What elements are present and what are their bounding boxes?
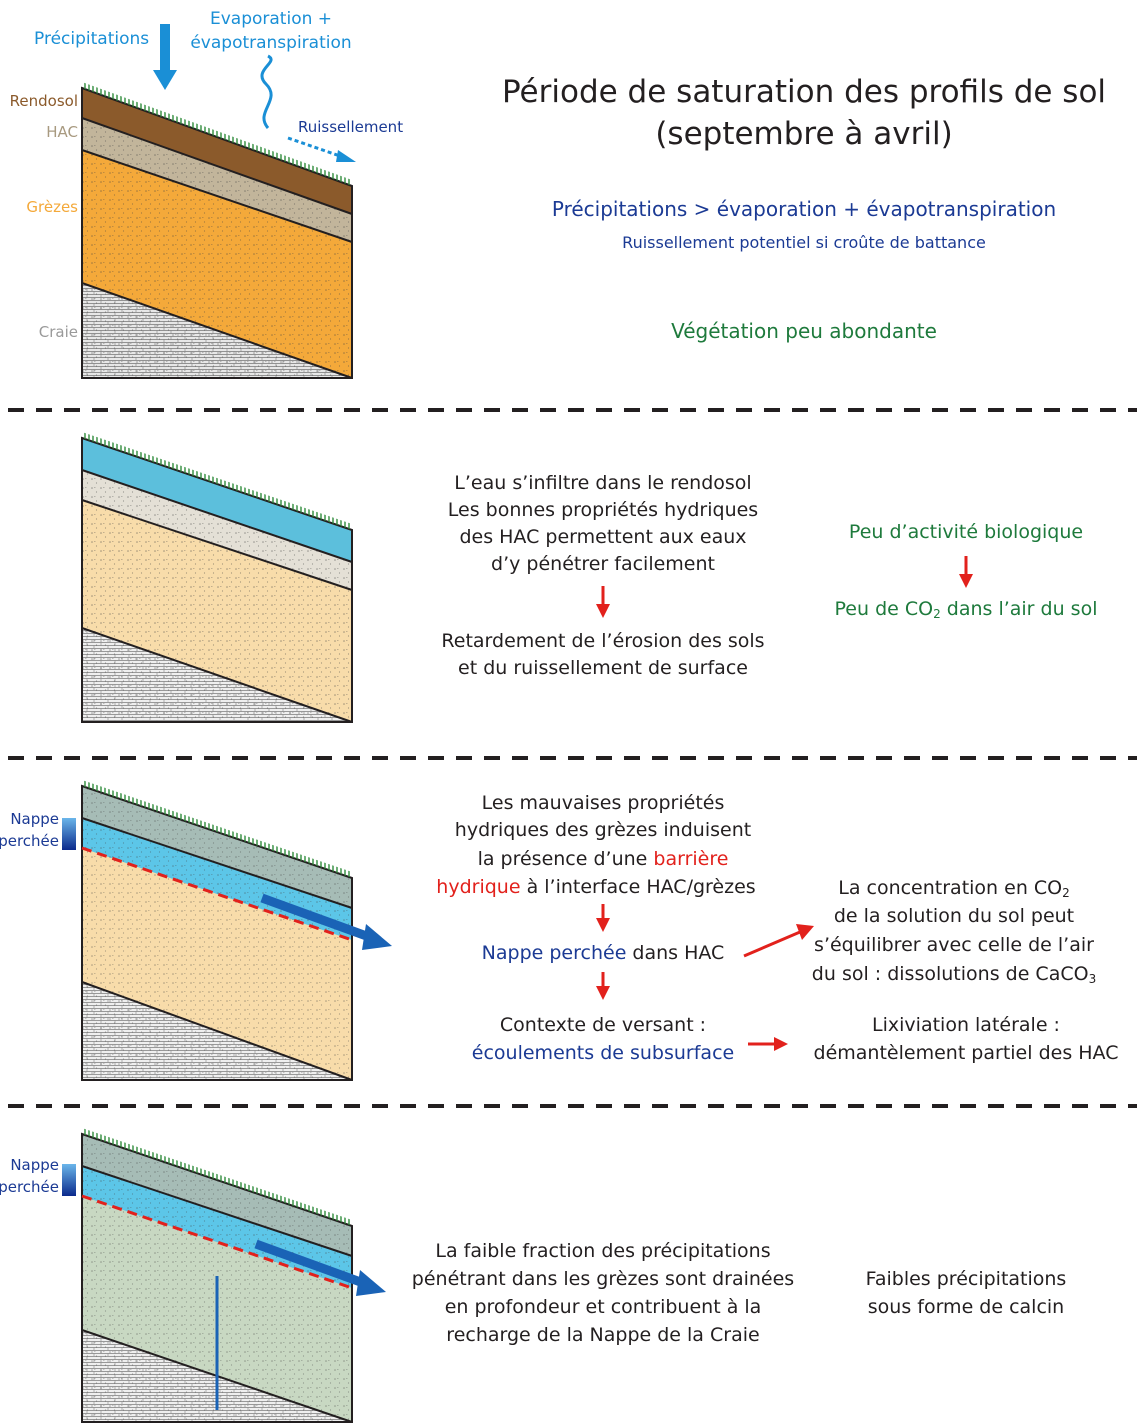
precipitation-arrow: [153, 24, 177, 90]
nappe-legend-swatch-3: [62, 818, 76, 850]
perched-aquifer-text: Nappe perchée dans HAC: [481, 942, 725, 964]
water-balance: Précipitations > évaporation + évapotran…: [551, 197, 1057, 221]
page-title-line-2: (septembre à avril): [655, 116, 953, 152]
drainage-text-4: recharge de la Nappe de la Craie: [446, 1324, 760, 1346]
infiltration-text-2: Les bonnes propriétés hydriques: [447, 499, 759, 521]
label-precipitations: Précipitations: [34, 29, 150, 49]
infiltration-text-4: d’y pénétrer facilement: [491, 553, 715, 575]
runoff-note: Ruissellement potentiel si croûte de bat…: [622, 233, 986, 252]
page-title-line-1: Période de saturation des profils de sol: [501, 74, 1107, 110]
erosion-result-2: et du ruissellement de surface: [458, 657, 748, 679]
label-evaporation-2: évapotranspiration: [190, 33, 352, 53]
label-ruissellement: Ruissellement: [298, 118, 404, 136]
red-arrow-p2a: [596, 586, 610, 618]
co2-concentration-4: du sol : dissolutions de CaCO3: [811, 963, 1097, 986]
drainage-text-1: La faible fraction des précipitations: [435, 1240, 771, 1262]
label-evaporation-1: Evaporation +: [209, 9, 333, 29]
red-arrow-p3d: [748, 1037, 788, 1051]
red-arrow-p2b: [959, 556, 973, 588]
red-arrow-p3a: [596, 904, 610, 932]
subsurface-flow-arrow-3: [260, 893, 392, 950]
nappe-label-4b: perchée: [0, 1178, 59, 1196]
biological-activity: Peu d’activité biologique: [848, 521, 1084, 543]
red-arrow-p3b: [596, 972, 610, 1000]
barrier-text-4: hydrique à l’interface HAC/grèzes: [436, 876, 756, 898]
infiltration-text-1: L’eau s’infiltre dans le rendosol: [454, 472, 752, 494]
profile-3: [81, 780, 353, 1081]
erosion-result-1: Retardement de l’érosion des sols: [441, 630, 765, 652]
winter-precip-1: Faibles précipitations: [865, 1268, 1067, 1290]
winter-precip-2: sous forme de calcin: [867, 1296, 1065, 1318]
barrier-text-3: la présence d’une barrière: [477, 848, 729, 870]
drainage-text-2: pénétrant dans les grèzes sont drainées: [411, 1268, 795, 1290]
profile-2: [81, 432, 353, 723]
layer-label-hac: HAC: [46, 123, 78, 141]
evaporation-wave: [260, 54, 273, 129]
nappe-legend-swatch-4: [62, 1164, 76, 1196]
lixiviation-2: démantèlement partiel des HAC: [813, 1042, 1119, 1064]
drainage-text-3: en profondeur et contribuent à la: [444, 1296, 762, 1318]
red-arrow-p3c: [743, 924, 814, 958]
layer-label-craie: Craie: [38, 323, 78, 341]
layer-label-rendosol: Rendosol: [9, 92, 78, 110]
nappe-label-3b: perchée: [0, 832, 59, 850]
slope-context-1: Contexte de versant :: [499, 1014, 707, 1036]
layer-label-grezes: Grèzes: [26, 198, 78, 216]
co2-concentration-1: La concentration en CO2: [838, 877, 1070, 900]
co2-concentration-2: de la solution du sol peut: [833, 905, 1075, 927]
profile-1: [81, 82, 353, 379]
nappe-label-4a: Nappe: [10, 1156, 59, 1174]
runoff-arrow: [287, 136, 356, 162]
subsurface-flow-arrow-4: [254, 1239, 386, 1296]
nappe-label-3a: Nappe: [10, 810, 59, 828]
slope-context-2: écoulements de subsurface: [471, 1042, 735, 1064]
barrier-text-2: hydriques des grèzes induisent: [454, 819, 752, 841]
co2-concentration-3: s’équilibrer avec celle de l’air: [814, 934, 1094, 956]
barrier-text-1: Les mauvaises propriétés: [481, 792, 725, 814]
lixiviation-1: Lixiviation latérale :: [872, 1014, 1060, 1036]
co2-note: Peu de CO2 dans l’air du sol: [834, 598, 1098, 621]
infiltration-text-3: des HAC permettent aux eaux: [459, 526, 747, 548]
vegetation-note: Végétation peu abondante: [671, 319, 937, 343]
